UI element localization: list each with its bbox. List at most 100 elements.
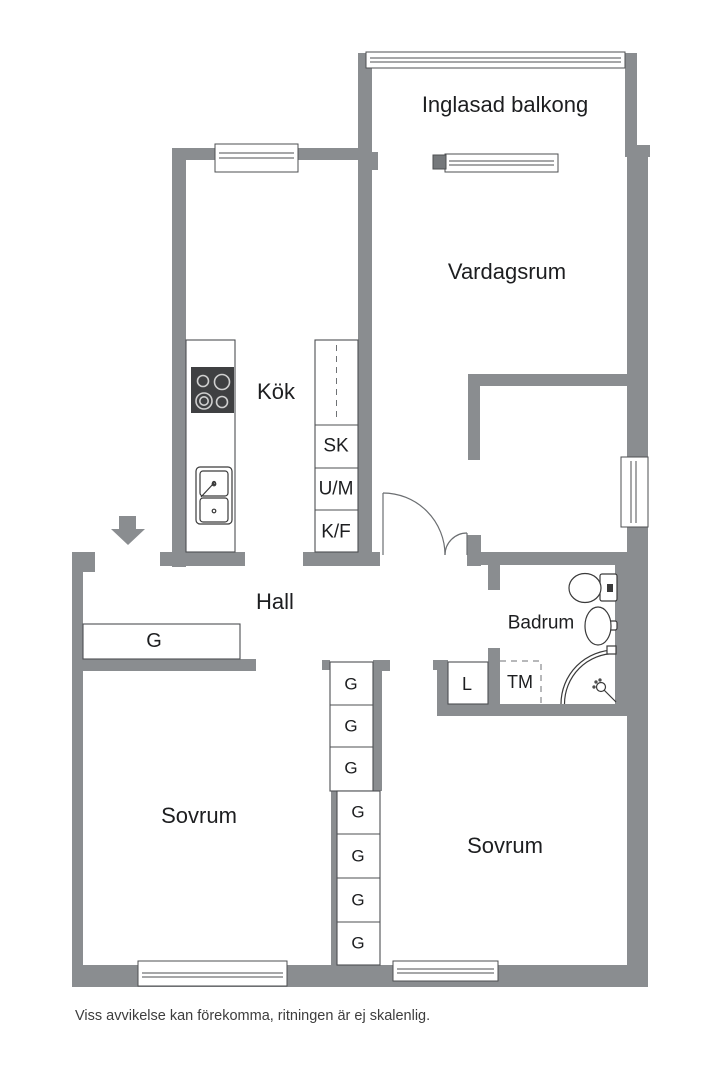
sink-faucet — [200, 482, 215, 498]
cabinet-label-sk: SK — [323, 435, 349, 457]
burner — [196, 374, 210, 388]
window-frame — [365, 51, 626, 69]
bedroom-left-window — [137, 960, 288, 987]
wardrobe-label: G — [344, 758, 358, 778]
balcony-window — [365, 51, 626, 69]
east-window — [620, 456, 649, 528]
stove-icon — [191, 367, 234, 413]
wardrobe-column-top — [329, 661, 374, 792]
wall-segment — [358, 53, 372, 565]
window-frame — [392, 960, 499, 982]
sink-basin — [199, 497, 229, 523]
balcony-door-window — [432, 153, 559, 173]
cabinet-label-kf: K/F — [321, 521, 351, 543]
doors — [382, 492, 468, 556]
room-label-bedroom-left: Sovrum — [161, 803, 237, 828]
cabinet-column-box — [314, 339, 359, 553]
shower-spray — [592, 685, 596, 689]
wall-segment — [477, 552, 627, 565]
wall-segment — [625, 53, 637, 145]
wall-segment — [372, 152, 378, 170]
closet-label-hall-wardrobe: G — [146, 630, 162, 652]
sink-faucet-head — [211, 480, 217, 486]
wall-segment — [488, 558, 500, 590]
wardrobe-label: G — [351, 846, 365, 866]
wardrobe-column-bottom — [336, 790, 381, 966]
wall-segment — [437, 704, 627, 716]
wall-segment — [468, 374, 480, 460]
wall-segment — [373, 668, 382, 791]
wall-segment — [160, 552, 245, 566]
wardrobe-label: G — [344, 716, 358, 736]
wall-segment — [615, 552, 627, 716]
wall-segment — [373, 660, 390, 671]
cabinet-label-um: U/M — [318, 478, 354, 500]
disclaimer-text: Viss avvikelse kan förekomma, ritningen … — [75, 1008, 431, 1024]
shower-screen — [560, 649, 616, 705]
bathroom-sink-icon — [584, 606, 618, 646]
door-swing-arc — [382, 492, 446, 556]
toilet-bowl — [568, 572, 602, 604]
burner — [215, 395, 229, 409]
wall-segment — [488, 648, 500, 710]
windows — [137, 51, 649, 987]
sink-bowl — [584, 606, 612, 646]
sink-drain — [211, 508, 217, 514]
room-label-living-room: Vardagsrum — [447, 259, 567, 284]
wall-segment — [80, 565, 95, 572]
window-frame — [444, 153, 559, 173]
wall-segment — [72, 659, 256, 671]
kitchen-window — [214, 143, 299, 173]
toilet-flush — [607, 584, 613, 592]
window-end-cap — [432, 154, 447, 170]
window-frame — [620, 456, 649, 528]
closet-label-linen: L — [461, 674, 473, 694]
hall-wardrobe-box — [82, 623, 241, 660]
wall-segment — [433, 660, 448, 670]
wardrobe-label: G — [351, 933, 365, 953]
room-label-bedroom-right: Sovrum — [467, 833, 543, 858]
window-glazing — [142, 972, 283, 978]
window-glazing — [219, 152, 294, 159]
bedroom-right-window — [392, 960, 499, 982]
wall-segment — [322, 660, 330, 670]
entrance-arrow-icon — [111, 516, 145, 545]
room-label-bathroom: Badrum — [507, 612, 575, 634]
wardrobe-dividers — [337, 833, 380, 923]
wall-segment — [172, 148, 186, 567]
wardrobe-box — [329, 661, 374, 792]
shower-hose — [603, 689, 617, 703]
window-glazing — [449, 160, 554, 166]
toilet-icon — [568, 572, 618, 604]
wall-segment — [303, 552, 380, 566]
burner — [195, 392, 213, 410]
wall-segment — [437, 668, 448, 710]
wardrobe-label: G — [351, 890, 365, 910]
cabinet-dividers — [315, 424, 358, 511]
window-glazing — [370, 57, 621, 63]
burner — [199, 395, 210, 406]
room-label-kitchen: Kök — [257, 379, 295, 404]
window-glazing — [630, 461, 637, 523]
kitchen-tall-cabinets — [314, 339, 359, 553]
linen-closet-box — [447, 661, 489, 705]
kitchen-fixtures — [191, 367, 234, 525]
shower-spray — [594, 680, 598, 684]
door-swing-arc — [444, 532, 468, 556]
kitchen-sink-icon — [195, 466, 233, 525]
room-label-hall: Hall — [256, 589, 294, 614]
wall-segment — [72, 552, 83, 987]
window-glazing — [397, 968, 494, 974]
wardrobe-label: G — [344, 674, 358, 694]
wardrobe-label: G — [351, 802, 365, 822]
wardrobe-dividers — [330, 704, 373, 748]
room-label-balcony: Inglasad balkong — [421, 92, 589, 117]
washing-machine-outline — [500, 660, 542, 704]
wall-segment — [627, 145, 648, 987]
shower-spray — [598, 678, 602, 682]
wall-segment — [331, 790, 338, 965]
shower-head — [595, 681, 607, 693]
wall-segment — [468, 374, 627, 386]
